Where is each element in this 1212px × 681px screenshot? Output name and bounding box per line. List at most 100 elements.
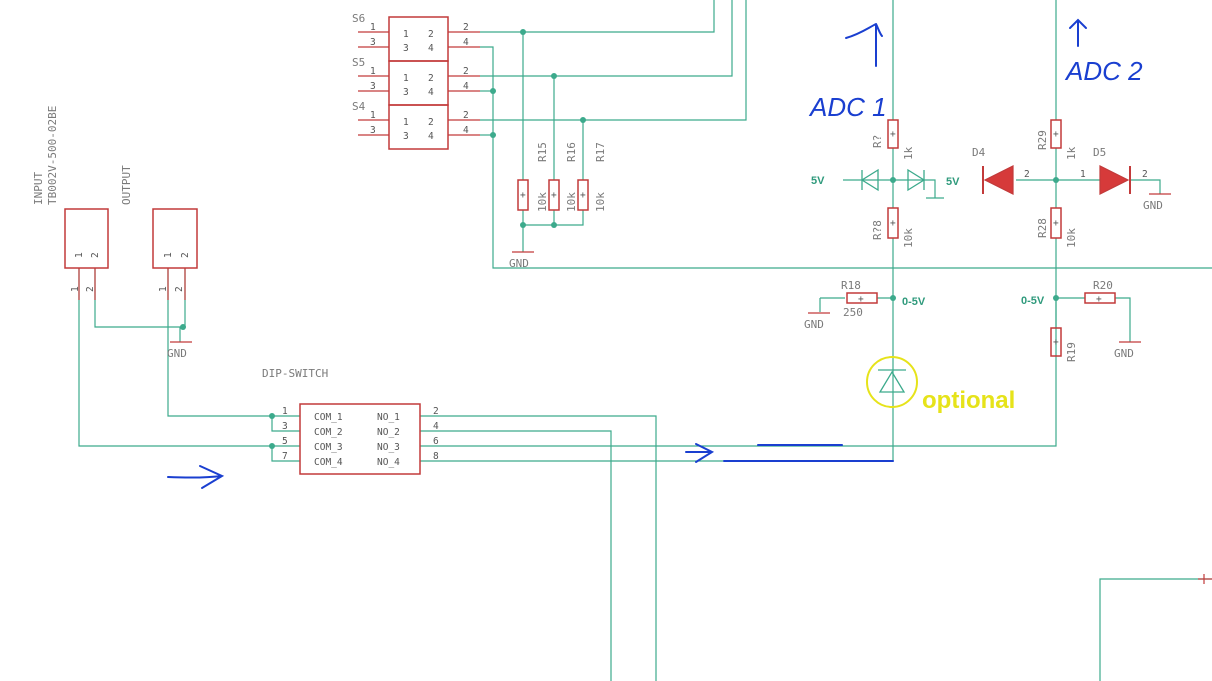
pin-label: 3 (403, 43, 409, 54)
junctions (180, 29, 1059, 449)
output-connector: 1 2 1 2 OUTPUT (120, 165, 198, 300)
pin-label: 3 (403, 131, 409, 142)
svg-text:+: + (580, 190, 586, 201)
pin-label: 1 (163, 252, 174, 258)
net-5v: 5V (811, 175, 825, 187)
pin-label: 1 (370, 22, 376, 33)
adc1-clamp-diodes: 5V (811, 168, 944, 199)
dip-no-2: NO_2 (377, 427, 400, 438)
output-label: OUTPUT (120, 165, 133, 205)
gnd-symbol: GND (509, 251, 534, 270)
pin-label: 4 (428, 87, 434, 98)
pin-label: 4 (433, 421, 439, 432)
arrow-right-icon (167, 465, 225, 489)
arrow-up-icon (845, 23, 883, 67)
pin-label: 6 (433, 436, 439, 447)
pin-label: 2 (180, 252, 191, 258)
arrow-up-icon (1069, 18, 1087, 47)
pin-label: 7 (282, 451, 288, 462)
input-part-number: TB002V-500-02BE (46, 106, 59, 205)
adc1-note: ADC 1 (808, 92, 887, 122)
resistor-r17: + R17 10k (577, 142, 607, 212)
pin-label: 3 (403, 87, 409, 98)
svg-text:+: + (1096, 294, 1102, 305)
dip-no-3: NO_3 (377, 442, 400, 453)
adc2-shunt: + R20 0-5V GND + R19 (1021, 279, 1141, 362)
adc1-divider: + R? 1k + R?8 10k (871, 119, 915, 248)
switch-ref: S5 (352, 56, 365, 69)
pin-label: 2 (1142, 169, 1148, 180)
resistor-ref: R?8 (871, 220, 884, 240)
pin-label: 2 (174, 286, 185, 292)
svg-text:+: + (1053, 218, 1059, 229)
resistor-ref: R20 (1093, 279, 1113, 292)
switch-s6: S6 1 3 1 2 3 4 2 4 (352, 12, 480, 62)
optional-label: optional (922, 387, 1015, 414)
resistor-value: 250 (843, 306, 863, 319)
svg-text:+: + (890, 129, 896, 140)
pin-label: 1 (158, 286, 169, 292)
dip-com-3: COM_3 (314, 442, 343, 453)
resistor-ref: R29 (1036, 130, 1049, 150)
diode-ref: D5 (1093, 146, 1106, 159)
pin-label: 1 (403, 73, 409, 84)
resistor-ref: R18 (841, 279, 861, 292)
switch-s5: S5 1 3 1 2 3 4 2 4 (352, 56, 480, 106)
pin-label: 2 (463, 110, 469, 121)
pin-label: 1 (403, 117, 409, 128)
resistor-value: 10k (1065, 228, 1078, 248)
resistor-ref: R16 (565, 142, 578, 162)
adc2-note: ADC 2 (1064, 56, 1143, 86)
pin-label: 4 (463, 81, 469, 92)
pin-label: 1 (74, 252, 85, 258)
resistor-value: 10k (594, 192, 607, 212)
partial-part-pin (1198, 574, 1212, 584)
adc2-divider: + R29 1k + R28 10k (1036, 119, 1078, 248)
pin-label: 1 (282, 406, 288, 417)
gnd-symbol-connectors: GND (167, 341, 192, 360)
svg-text:+: + (1053, 337, 1059, 348)
resistor-ref: R15 (536, 142, 549, 162)
dip-switch: DIP-SWITCH 1 3 5 7 COM_1 COM_2 COM_3 COM… (262, 367, 439, 475)
resistor-value: 1k (1065, 146, 1078, 160)
resistor-value: 10k (536, 192, 549, 212)
pin-label: 1 (70, 286, 81, 292)
diode-ref: D4 (972, 146, 986, 159)
dip-com-4: COM_4 (314, 457, 343, 468)
pin-label: 2 (463, 66, 469, 77)
pin-label: 1 (370, 110, 376, 121)
resistor-value: 1k (902, 146, 915, 160)
pin-label: 4 (463, 125, 469, 136)
resistor-ref: R28 (1036, 218, 1049, 238)
gnd-label: GND (1143, 199, 1163, 212)
resistor-r15: + R15 10k (517, 142, 549, 212)
dip-com-2: COM_2 (314, 427, 343, 438)
pin-label: 2 (428, 117, 434, 128)
svg-text:+: + (1053, 129, 1059, 140)
resistor-ref: R19 (1065, 342, 1078, 362)
pin-label: 4 (463, 37, 469, 48)
wires (78, 0, 1212, 681)
pin-label: 4 (428, 43, 434, 54)
dip-no-4: NO_4 (377, 457, 400, 468)
switch-ref: S6 (352, 12, 365, 25)
switch-ref: S4 (352, 100, 366, 113)
dip-no-1: NO_1 (377, 412, 400, 423)
pin-label: 2 (1024, 169, 1030, 180)
pin-label: 3 (370, 37, 376, 48)
handwritten-annotations: ADC 1 ADC 2 (167, 18, 1143, 489)
resistor-value: 10k (902, 228, 915, 248)
pin-label: 2 (428, 73, 434, 84)
pin-label: 2 (85, 286, 96, 292)
gnd-label: GND (167, 347, 187, 360)
net-0-5v: 0-5V (1021, 295, 1045, 307)
dip-switch-ref: DIP-SWITCH (262, 367, 328, 380)
adc2-diodes: D4 5V 2 D5 1 2 GND (946, 146, 1171, 212)
pin-label: 3 (370, 125, 376, 136)
pin-label: 1 (1080, 169, 1086, 180)
net-0-5v: 0-5V (902, 296, 926, 308)
net-5v: 5V (946, 176, 960, 188)
pin-label: 4 (428, 131, 434, 142)
